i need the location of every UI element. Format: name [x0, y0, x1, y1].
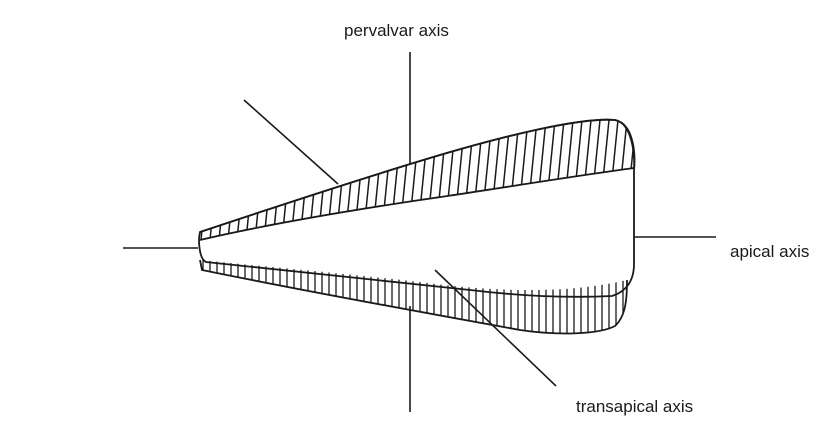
transapical-axis-back-line [244, 100, 338, 184]
frustule-outline [199, 120, 634, 297]
frustule-body [191, 110, 637, 345]
stria-line [191, 110, 205, 250]
pervalvar-axis-label: pervalvar axis [344, 22, 449, 39]
transapical-axis-label: transapical axis [576, 398, 693, 415]
apical-axis-label: apical axis [730, 243, 809, 260]
